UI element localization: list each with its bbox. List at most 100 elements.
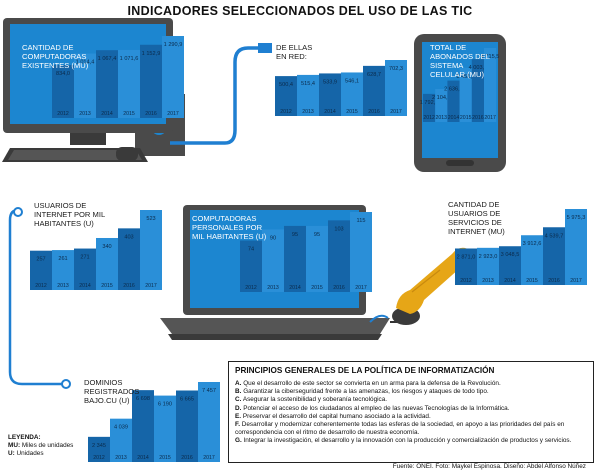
chart-value-label: 4 539,7 [545, 233, 564, 239]
chart-bar [96, 50, 118, 119]
chart-bar [328, 220, 350, 292]
chart-value-label: 3 912,6 [523, 241, 542, 247]
chart-bar [96, 237, 118, 290]
chart-category-label: 2012 [35, 283, 47, 289]
side-cable-icon [8, 208, 62, 386]
chart-bar [284, 225, 306, 292]
chart-bar [455, 248, 477, 285]
chart-value-label: 628,7 [367, 72, 381, 78]
chart-value-label: 1 152,9 [142, 51, 161, 57]
chart-bar [385, 60, 407, 116]
chart-value-label: 403 [124, 234, 133, 240]
chart-category-label: 2012 [280, 109, 292, 115]
chart-value-label: 834,0 [56, 71, 70, 77]
chart-value-label: 6 698 [136, 396, 150, 402]
chart-category-label: 2016 [472, 115, 484, 121]
chart-category-label: 2015 [346, 109, 358, 115]
chart-bar [52, 65, 74, 118]
chart-category-label: 2012 [423, 115, 435, 121]
legend-item: U: Unidades [8, 450, 44, 457]
chart-category-label: 2014 [137, 455, 149, 461]
chart-value-label: 4 039 [114, 425, 128, 431]
chart-category-label: 2015 [526, 278, 538, 284]
network-plug-icon [258, 43, 272, 53]
principles-title: PRINCIPIOS GENERALES DE LA POLÍTICA DE I… [235, 366, 495, 375]
chart-bar [435, 88, 448, 122]
chart-value-label: 3 048,5 [501, 252, 520, 258]
chart-category-label: 2017 [355, 285, 367, 291]
chart-value-label: 261 [58, 256, 67, 262]
chart-bar [88, 436, 110, 462]
chart-category-label: 2013 [436, 115, 448, 121]
chart-bar [240, 240, 262, 292]
chart-value-label: 1 067,4 [98, 56, 117, 62]
chart-value-label: 5 975,3 [567, 215, 586, 221]
chart-bar [140, 210, 162, 290]
chart-bar [297, 74, 319, 116]
chart-value-label: 533,9 [323, 79, 337, 85]
chart-value-label: 95 [314, 232, 320, 238]
chart-category-label: 2014 [324, 109, 336, 115]
chart-category-label: 2016 [181, 455, 193, 461]
chart-category-label: 2016 [368, 109, 380, 115]
chart-title-computadoras-personales: COMPUTADORAS PERSONALES POR MIL HABITANT… [192, 214, 267, 241]
chart-value-label: 115 [357, 218, 366, 224]
chart-bar [521, 235, 543, 285]
chart-value-label: 257 [36, 257, 45, 263]
chart-bar [447, 80, 460, 122]
chart-value-label: 340 [102, 244, 111, 250]
chart-bar [176, 390, 198, 462]
chart-category-label: 2013 [79, 111, 91, 117]
principle-item: G. Integrar la investigación, el desarro… [235, 437, 572, 445]
chart-category-label: 2017 [145, 283, 157, 289]
principle-item: A. Que el desarrollo de este sector se c… [235, 380, 501, 387]
chart-bar [74, 53, 96, 118]
chart-category-label: 2015 [159, 455, 171, 461]
source-credits: Fuente: ONEI. Foto: Maykel Espinosa. Dis… [392, 463, 586, 470]
chart-bar [499, 246, 521, 285]
chart-category-label: 2012 [57, 111, 69, 117]
chart-value-label: 3 451,5 [456, 74, 475, 80]
chart-bar [459, 67, 472, 122]
chart-category-label: 2017 [203, 455, 215, 461]
chart-bar [477, 247, 499, 285]
chart-bar [275, 76, 297, 116]
chart-value-label: 702,3 [389, 66, 403, 72]
chart-category-label: 2015 [460, 115, 472, 121]
legend-item: MU: Miles de unidades [8, 442, 74, 449]
cable-end-bottom-icon [61, 379, 71, 389]
principle-item: C. Asegurar la sostenibilidad y soberaní… [235, 396, 388, 404]
chart-value-label: 271 [80, 255, 89, 261]
chart-category-label: 2012 [245, 285, 257, 291]
chart-title-computadoras: CANTIDAD DE COMPUTADORAS EXISTENTES (MU) [22, 43, 89, 70]
chart-bar [423, 93, 436, 122]
chart-category-label: 2013 [267, 285, 279, 291]
chart-bar [306, 225, 328, 292]
chart-bar [162, 36, 184, 118]
chart-value-label: 7 457 [202, 388, 216, 394]
chart-title-dominios: DOMINIOS REGISTRADOS BAJO.CU (U) [84, 378, 140, 405]
chart-bar [140, 44, 162, 118]
principle-item: F. Desarrollar y modernizar coherentemen… [235, 421, 565, 437]
principle-item: E. Preservar el desarrollo del capital h… [235, 412, 431, 420]
chart-value-label: 2 923,0 [479, 254, 498, 260]
chart-category-label: 2014 [101, 111, 113, 117]
chart-bar [118, 228, 140, 290]
chart-bar [74, 248, 96, 290]
chart-bar [319, 73, 341, 116]
chart-category-label: 2013 [302, 109, 314, 115]
principle-item: D. Potenciar el acceso de los ciudadanos… [235, 404, 510, 412]
chart-value-label: 523 [146, 216, 155, 222]
page-title: INDICADORES SELECCIONADOS DEL USO DE LAS… [127, 4, 473, 18]
chart-category-label: 2016 [123, 283, 135, 289]
chart-bar [341, 72, 363, 116]
chart-category-label: 2017 [390, 109, 402, 115]
chart-category-label: 2017 [167, 111, 179, 117]
chart-value-label: 6 190 [158, 402, 172, 408]
legend: LEYENDA: MU: Miles de unidades U: Unidad… [8, 434, 73, 458]
chart-value-label: 4 003,7 [469, 65, 488, 71]
chart-bar [198, 382, 220, 462]
chart-title-usuarios-internet: USUARIOS DE INTERNET POR MIL HABITANTES … [34, 201, 105, 228]
chart-category-label: 2013 [115, 455, 127, 461]
